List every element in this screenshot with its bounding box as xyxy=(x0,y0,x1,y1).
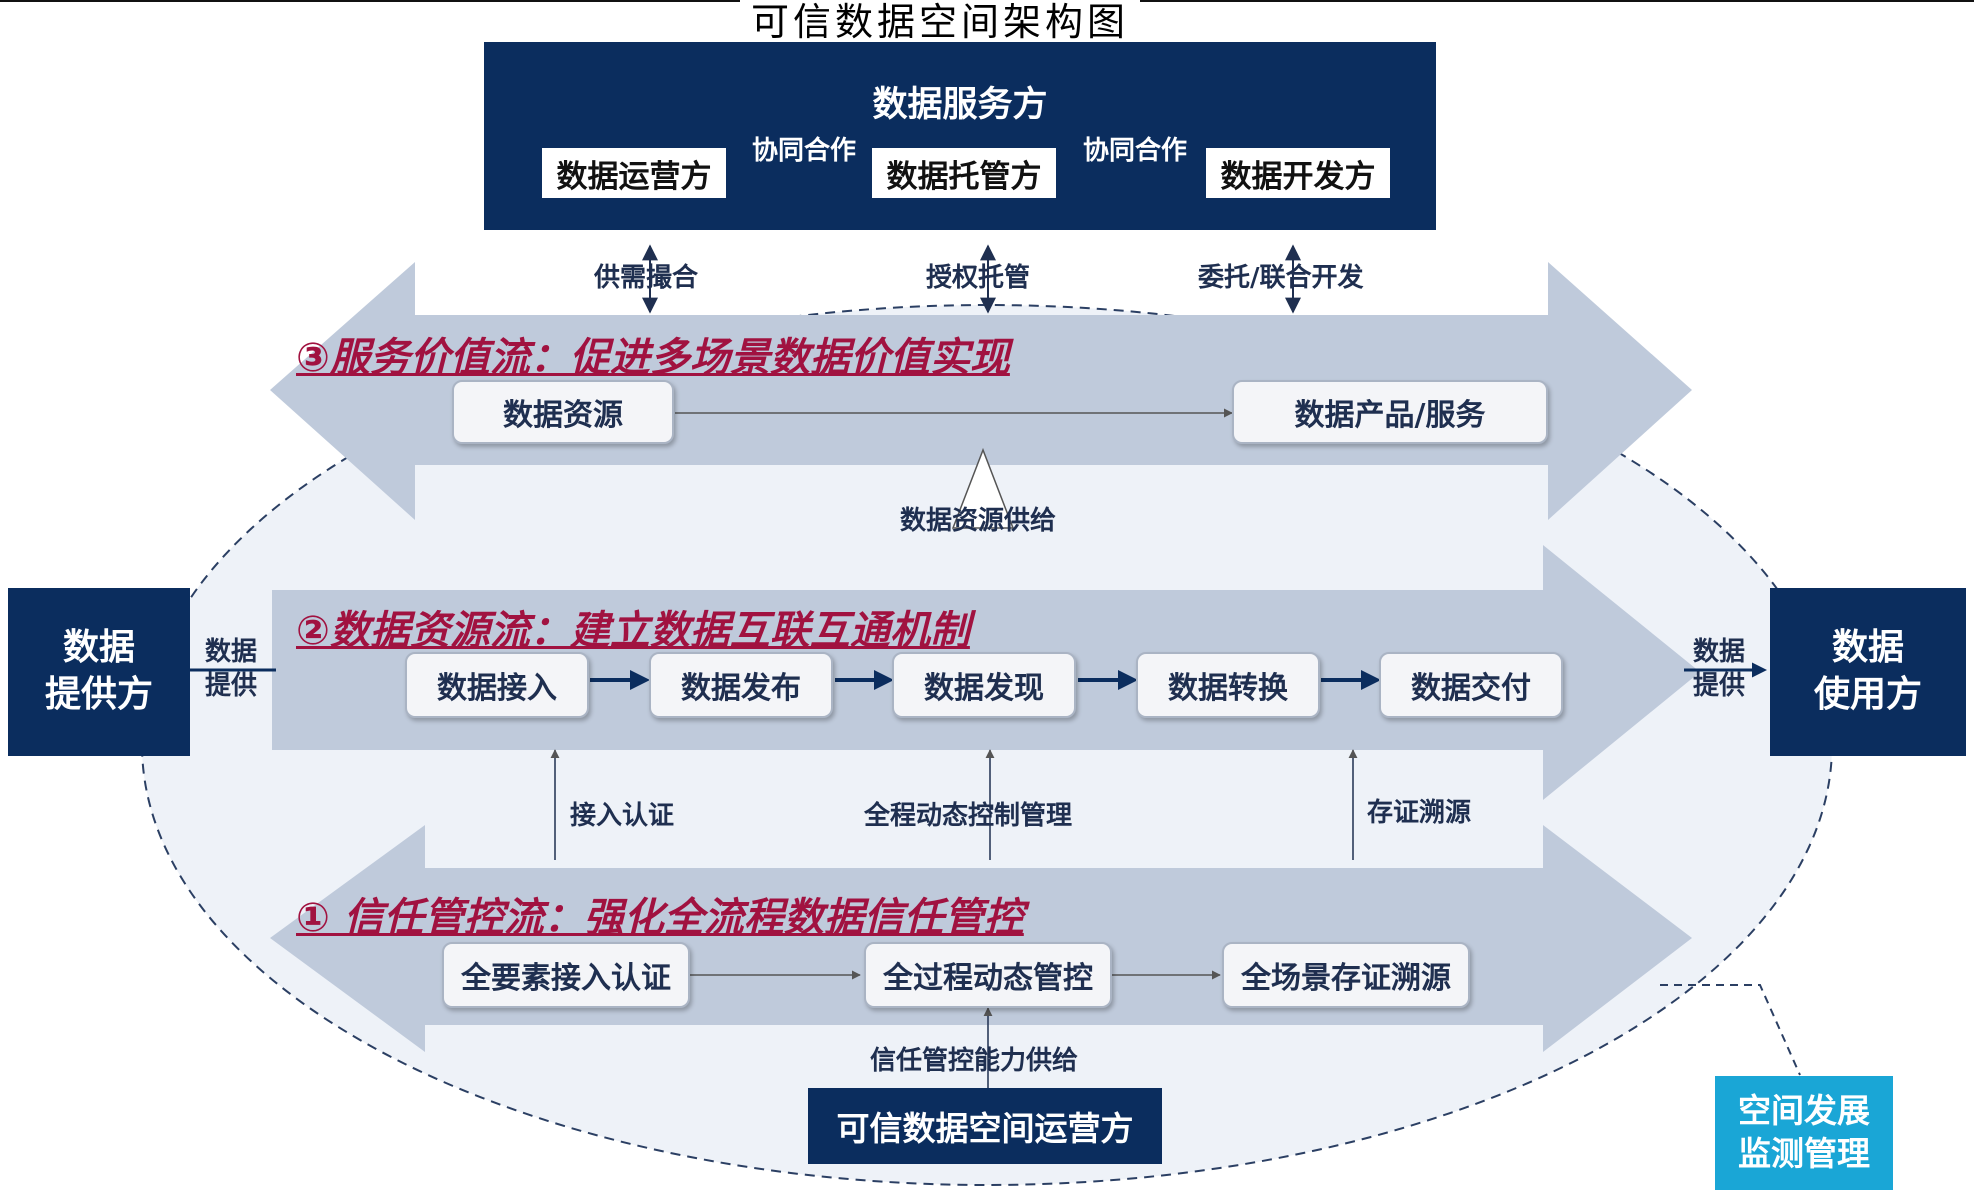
data-resource-box: 数据资源 xyxy=(452,380,674,444)
matching-label: 供需撮合 xyxy=(594,263,699,293)
developer-box: 数据开发方 xyxy=(1206,148,1390,198)
trust-supply-label: 信任管控能力供给 xyxy=(870,1046,1079,1076)
flow2-step-discover: 数据发现 xyxy=(892,652,1076,718)
coop-right-label: 协同合作 xyxy=(1083,136,1188,166)
monitor-line1: 空间发展 xyxy=(1738,1091,1870,1131)
consumer-line1: 数据 xyxy=(1831,627,1904,669)
page-title: 可信数据空间架构图 xyxy=(740,0,1140,44)
monitor-connector xyxy=(1660,984,1801,1076)
flow2-step-deliver: 数据交付 xyxy=(1379,652,1563,718)
monitor-line2: 监测管理 xyxy=(1738,1134,1870,1173)
data-consumer-box: 数据 使用方 xyxy=(1770,588,1966,756)
flow2-step-publish: 数据发布 xyxy=(649,652,833,718)
provide-right-line2: 提供 xyxy=(1692,671,1745,701)
provide-right-line1: 数据 xyxy=(1692,637,1745,668)
data-product-box: 数据产品/服务 xyxy=(1232,380,1548,444)
access-auth-label: 接入认证 xyxy=(570,801,675,831)
flow1-title: ① 信任管控流：强化全流程数据信任管控 xyxy=(296,895,1024,941)
flow2-step-transform: 数据转换 xyxy=(1136,652,1320,718)
traceability-label: 存证溯源 xyxy=(1367,798,1472,828)
provide-left-line1: 数据 xyxy=(204,637,257,668)
development-label: 委托/联合开发 xyxy=(1198,263,1364,293)
space-operator-box: 可信数据空间运营方 xyxy=(808,1088,1162,1164)
consumer-line2: 使用方 xyxy=(1813,674,1922,715)
provide-left-label: 数据 提供 xyxy=(196,620,266,720)
coop-left-label: 协同合作 xyxy=(752,136,857,166)
flow2-step-access: 数据接入 xyxy=(405,652,589,718)
dynamic-control-label: 全程动态控制管理 xyxy=(864,801,1073,831)
provider-line2: 提供方 xyxy=(44,674,153,715)
provide-left-line2: 提供 xyxy=(204,671,257,701)
service-side-title: 数据服务方 xyxy=(872,85,1048,125)
operator-box: 数据运营方 xyxy=(542,148,726,198)
custodian-box: 数据托管方 xyxy=(872,148,1056,198)
resource-supply-label: 数据资源供给 xyxy=(900,506,1057,536)
monitor-box: 空间发展 监测管理 xyxy=(1715,1076,1893,1190)
flow1-step-trace: 全场景存证溯源 xyxy=(1222,942,1470,1008)
service-side-panel: 数据服务方 xyxy=(484,42,1436,230)
flow3-band xyxy=(270,262,1692,520)
flow1-step-control: 全过程动态管控 xyxy=(864,942,1112,1008)
data-provider-box: 数据 提供方 xyxy=(8,588,190,756)
flow3-title: ③服务价值流：促进多场景数据价值实现 xyxy=(296,335,1010,381)
flow1-step-auth: 全要素接入认证 xyxy=(442,942,690,1008)
provide-right-label: 数据 提供 xyxy=(1684,620,1754,720)
flow2-title: ②数据资源流：建立数据互联互通机制 xyxy=(296,608,970,654)
authorization-label: 授权托管 xyxy=(926,263,1031,293)
provider-line1: 数据 xyxy=(62,627,135,669)
supply-triangle xyxy=(951,447,1015,529)
